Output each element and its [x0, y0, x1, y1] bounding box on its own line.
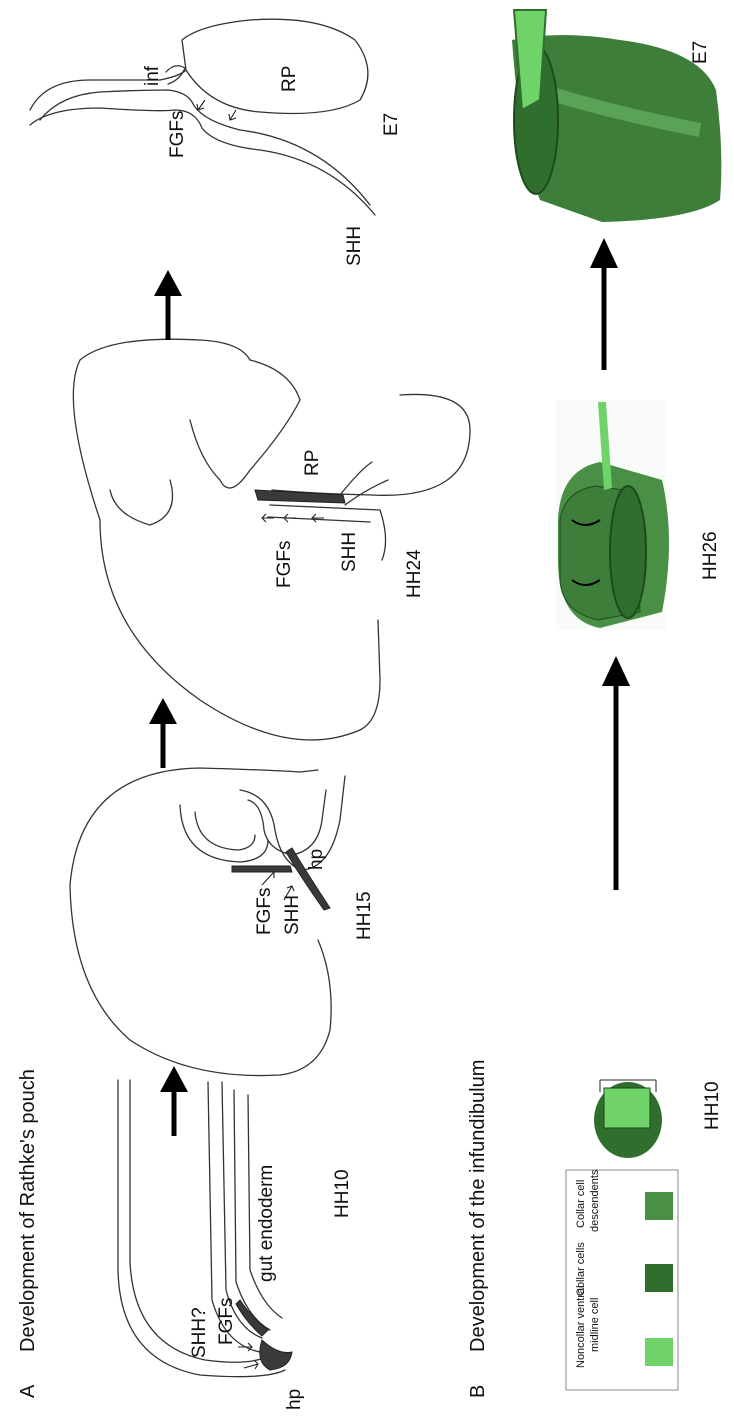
- arrow-a-2: [149, 698, 177, 768]
- arrow-b-1: [602, 656, 630, 890]
- panel-a: A Development of Rathke's pouch SHH? FGF…: [17, 19, 470, 1410]
- hh10-fgfs-label: FGFs: [216, 1298, 237, 1346]
- hh15-ectoderm-thickening: [232, 866, 292, 872]
- sketch-a-hh15: [70, 768, 345, 1076]
- hh10-endoderm-thickening: [236, 1300, 268, 1336]
- hh15-foregut-inner: [248, 790, 326, 855]
- e7-signal-arrow-2: [229, 110, 236, 120]
- e7-inf-label: inf: [142, 65, 163, 86]
- legend-label-noncollar-1: Noncollar ventral: [575, 1285, 587, 1368]
- hh24-signal-arrow-2: [284, 514, 296, 522]
- hh15-hp-label: hp: [306, 849, 327, 870]
- hh10-hp-thickening: [260, 1340, 292, 1370]
- hh24-rp-label: RP: [302, 450, 323, 476]
- e7-shh-label: SHH: [344, 226, 365, 266]
- hh15-brain-loop-1: [180, 805, 268, 862]
- panel-b-title: Development of the infundibulum: [467, 1060, 489, 1352]
- hh15-brain-loop-2: [195, 812, 255, 850]
- legend-label-collar: Collar cells: [575, 1242, 587, 1296]
- sketch-a-e7: [30, 19, 375, 215]
- hh24-rp-notch: [110, 480, 173, 525]
- e7-rp-label: RP: [279, 66, 300, 92]
- e7-neural-lower: [30, 108, 375, 215]
- sketch-b-hh26: [556, 400, 669, 630]
- hh24-signal-arrow-3: [312, 514, 324, 522]
- hh24-signal-arrow-1: [262, 514, 274, 522]
- e7-infundibulum: [166, 66, 185, 84]
- hh24-rp-stalk: [340, 462, 388, 505]
- hh15-stage-label: HH15: [354, 891, 375, 940]
- legend-label-noncollar-2: midline cell: [589, 1298, 601, 1352]
- legend-swatch-noncollar: [645, 1338, 673, 1366]
- e7-signal-arrow-1: [197, 100, 205, 110]
- hh26-stage-label: HH26: [700, 531, 721, 580]
- legend-swatch-collar: [645, 1264, 673, 1292]
- hh15-shh-label: SHH: [282, 895, 303, 935]
- hh24-head-bottom: [100, 520, 380, 740]
- hh10-stage-label: HH10: [332, 1169, 353, 1218]
- legend-swatch-descendents: [645, 1192, 673, 1220]
- hh10-midline-cells: [604, 1088, 650, 1128]
- legend-label-descendents-2: descendents: [589, 1169, 601, 1232]
- hh10-gut-label: gut endoderm: [256, 1165, 277, 1282]
- panel-b: B Development of the infundibulum Noncol…: [467, 10, 723, 1398]
- hh15-fgfs-label: FGFs: [254, 888, 275, 936]
- hh10-hp-label: hp: [284, 1389, 305, 1410]
- e7-fgfs-label: FGFs: [167, 111, 188, 159]
- panel-b-letter: B: [467, 1385, 489, 1398]
- e7-stage-label: E7: [381, 113, 402, 136]
- e7-neural-middle: [40, 90, 370, 205]
- panel-a-letter: A: [17, 1384, 39, 1398]
- hh24-brain-fold: [190, 360, 300, 488]
- sketch-b-hh10: [594, 1080, 662, 1158]
- hh10-b-stage-label: HH10: [702, 1081, 723, 1130]
- arrow-a-3: [154, 270, 182, 340]
- legend-label-descendents-1: Collar cell: [575, 1180, 587, 1228]
- e7-b-stage-label: E7: [690, 41, 711, 64]
- hh24-shh-label: SHH: [339, 532, 360, 572]
- sketch-a-hh24: [73, 339, 470, 740]
- hh24-outline-tail: [73, 339, 250, 520]
- hh15-signal-arrow-1: [262, 872, 274, 885]
- hh24-stage-label: HH24: [404, 549, 425, 598]
- hh26-collar-ring: [610, 486, 646, 618]
- hh10-shh-label: SHH?: [189, 1307, 210, 1358]
- e7-rp-outline: [182, 19, 368, 113]
- arrow-a-1: [160, 1066, 188, 1136]
- hh24-outer-top: [272, 394, 470, 495]
- hh24-fgfs-label: FGFs: [274, 541, 295, 589]
- legend: Noncollar ventral midline cell Collar ce…: [566, 1169, 678, 1390]
- panel-a-title: Development of Rathke's pouch: [17, 1069, 39, 1352]
- arrow-b-2: [590, 238, 618, 370]
